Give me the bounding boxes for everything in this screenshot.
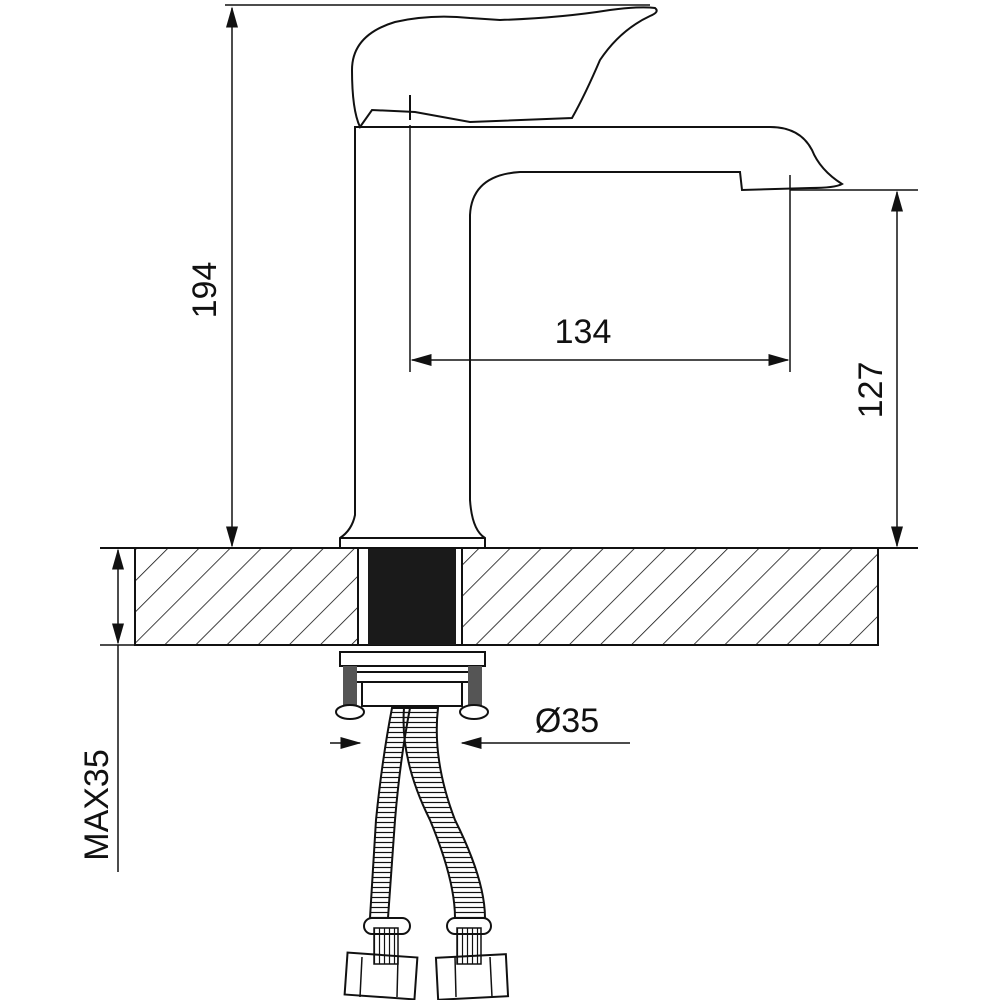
faucet-body (339, 6, 844, 549)
label-diameter-35: Ø35 (535, 702, 599, 740)
hose-nut-right (434, 953, 510, 1000)
label-134: 134 (555, 313, 612, 351)
label-127: 127 (852, 362, 890, 419)
countertop (100, 547, 918, 646)
hose-nut-left (343, 951, 419, 1000)
lever-handle (350, 6, 658, 129)
dimension-total-height (225, 4, 650, 548)
dimension-spout-reach (409, 125, 791, 372)
dimension-spout-height (790, 189, 918, 548)
label-194: 194 (186, 262, 224, 319)
threaded-shank (368, 548, 456, 645)
label-max35: MAX35 (78, 749, 116, 861)
mounting-assembly (335, 651, 489, 720)
supply-hoses (343, 707, 510, 1000)
